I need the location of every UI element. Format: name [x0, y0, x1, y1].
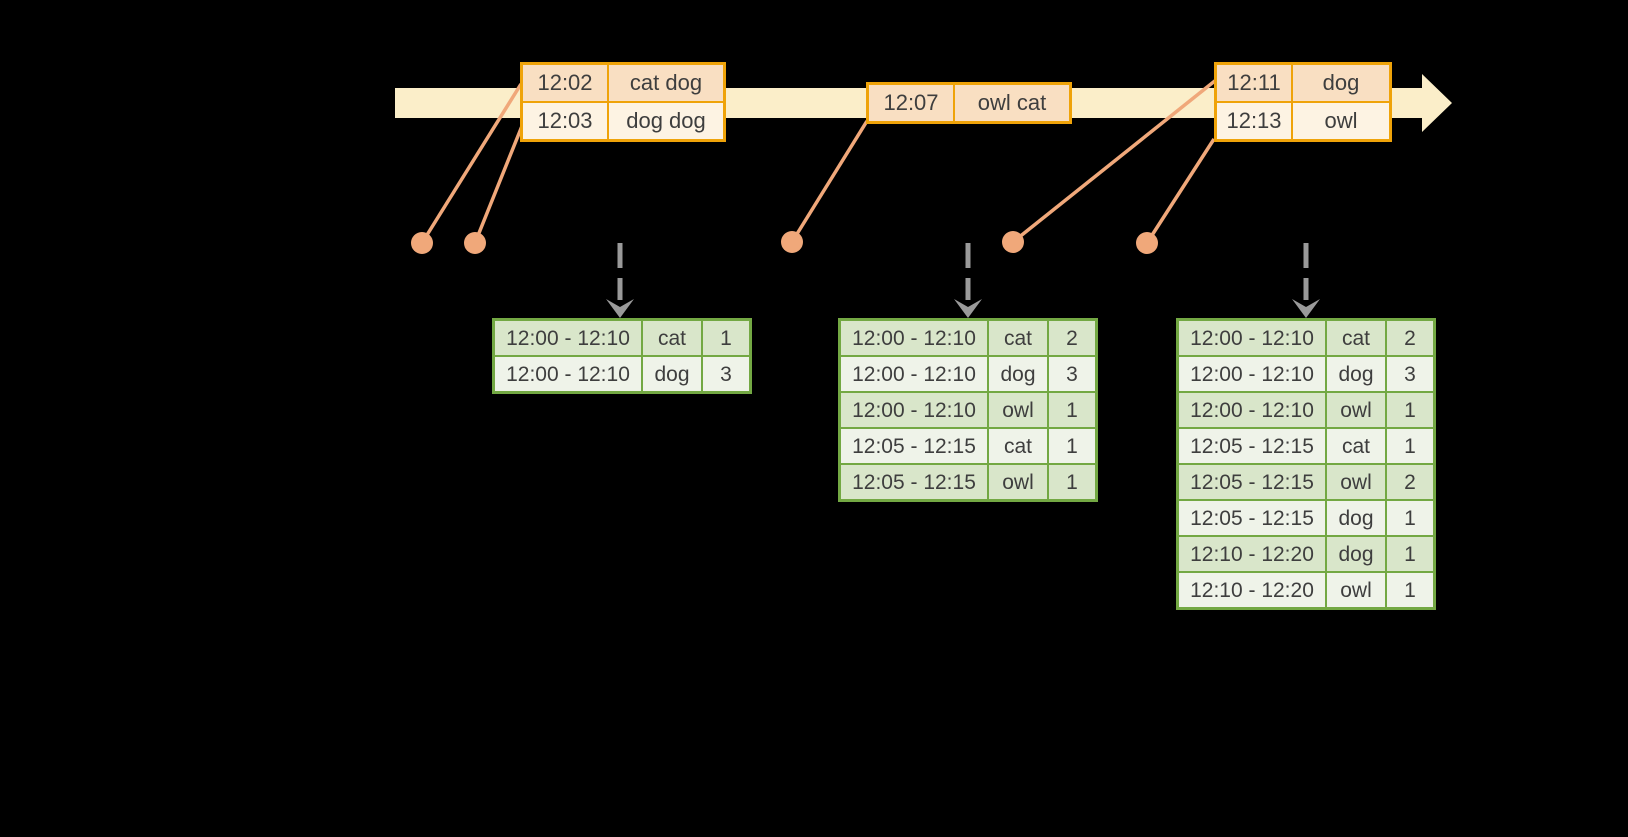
word-cell: cat — [989, 429, 1047, 463]
result-table-2: 12:00 - 12:10 cat 2 12:00 - 12:10 dog 3 … — [838, 318, 1098, 502]
window-cell: 12:05 - 12:15 — [1179, 465, 1325, 499]
result-row: 12:05 - 12:15 cat 1 — [1179, 429, 1433, 463]
word-cell: owl — [1327, 573, 1385, 607]
word-cell: owl — [1327, 465, 1385, 499]
count-cell: 3 — [703, 357, 749, 391]
event-time-cell: 12:02 — [523, 65, 607, 101]
count-cell: 1 — [703, 321, 749, 355]
event-row: 12:13 owl — [1217, 103, 1389, 139]
event-dot-2 — [464, 232, 486, 254]
word-cell: dog — [989, 357, 1047, 391]
word-cell: owl — [989, 393, 1047, 427]
result-table-1: 12:00 - 12:10 cat 1 12:00 - 12:10 dog 3 — [492, 318, 752, 394]
word-cell: dog — [643, 357, 701, 391]
event-time-cell: 12:13 — [1217, 103, 1291, 139]
word-cell: cat — [1327, 321, 1385, 355]
trigger-arrowhead-icon-2 — [954, 299, 982, 318]
result-table-3: 12:00 - 12:10 cat 2 12:00 - 12:10 dog 3 … — [1176, 318, 1436, 610]
word-cell: dog — [1327, 501, 1385, 535]
event-row: 12:03 dog dog — [523, 103, 723, 139]
window-cell: 12:10 - 12:20 — [1179, 573, 1325, 607]
window-cell: 12:00 - 12:10 — [841, 357, 987, 391]
word-cell: owl — [1327, 393, 1385, 427]
word-cell: cat — [1327, 429, 1385, 463]
event-row: 12:02 cat dog — [523, 65, 723, 101]
event-time-cell: 12:03 — [523, 103, 607, 139]
event-dots — [411, 231, 1158, 254]
window-cell: 12:00 - 12:10 — [1179, 393, 1325, 427]
event-connector-line-5 — [1145, 138, 1216, 244]
trigger-arrows — [606, 243, 1320, 318]
count-cell: 2 — [1387, 321, 1433, 355]
window-cell: 12:00 - 12:10 — [1179, 321, 1325, 355]
count-cell: 2 — [1387, 465, 1433, 499]
word-cell: cat — [989, 321, 1047, 355]
trigger-arrowhead-icon-1 — [606, 299, 634, 318]
word-cell: dog — [1327, 357, 1385, 391]
result-row: 12:00 - 12:10 cat 2 — [1179, 321, 1433, 355]
result-row: 12:00 - 12:10 dog 3 — [495, 357, 749, 391]
trigger-arrowhead-icon-3 — [1292, 299, 1320, 318]
event-dot-3 — [781, 231, 803, 253]
window-cell: 12:00 - 12:10 — [841, 393, 987, 427]
count-cell: 1 — [1387, 537, 1433, 571]
event-connector-line-1 — [420, 83, 523, 244]
word-cell: cat — [643, 321, 701, 355]
result-row: 12:00 - 12:10 cat 1 — [495, 321, 749, 355]
count-cell: 1 — [1387, 429, 1433, 463]
count-cell: 2 — [1049, 321, 1095, 355]
result-row: 12:05 - 12:15 owl 1 — [841, 465, 1095, 499]
event-table-3: 12:11 dog 12:13 owl — [1214, 62, 1392, 142]
event-words-cell: owl — [1293, 103, 1389, 139]
result-row: 12:05 - 12:15 dog 1 — [1179, 501, 1433, 535]
event-time-cell: 12:07 — [869, 85, 953, 121]
result-row: 12:05 - 12:15 cat 1 — [841, 429, 1095, 463]
event-connector-lines — [420, 78, 1218, 244]
event-connector-line-2 — [473, 125, 524, 244]
event-time-cell: 12:11 — [1217, 65, 1291, 101]
count-cell: 1 — [1049, 429, 1095, 463]
count-cell: 3 — [1049, 357, 1095, 391]
event-words-cell: cat dog — [609, 65, 723, 101]
event-dot-1 — [411, 232, 433, 254]
window-cell: 12:05 - 12:15 — [841, 429, 987, 463]
window-cell: 12:05 - 12:15 — [841, 465, 987, 499]
event-words-cell: dog — [1293, 65, 1389, 101]
event-dot-4 — [1002, 231, 1024, 253]
window-cell: 12:00 - 12:10 — [495, 357, 641, 391]
result-row: 12:00 - 12:10 owl 1 — [841, 393, 1095, 427]
event-words-cell: owl cat — [955, 85, 1069, 121]
timeline-arrowhead-icon — [1422, 74, 1452, 132]
event-row: 12:11 dog — [1217, 65, 1389, 101]
count-cell: 1 — [1387, 393, 1433, 427]
result-row: 12:05 - 12:15 owl 2 — [1179, 465, 1433, 499]
count-cell: 1 — [1387, 573, 1433, 607]
event-connector-line-3 — [790, 120, 869, 243]
count-cell: 1 — [1049, 393, 1095, 427]
result-row: 12:00 - 12:10 dog 3 — [1179, 357, 1433, 391]
event-words-cell: dog dog — [609, 103, 723, 139]
word-cell: dog — [1327, 537, 1385, 571]
result-row: 12:00 - 12:10 owl 1 — [1179, 393, 1433, 427]
window-cell: 12:00 - 12:10 — [841, 321, 987, 355]
word-cell: owl — [989, 465, 1047, 499]
result-row: 12:10 - 12:20 owl 1 — [1179, 573, 1433, 607]
count-cell: 1 — [1049, 465, 1095, 499]
event-row: 12:07 owl cat — [869, 85, 1069, 121]
count-cell: 1 — [1387, 501, 1433, 535]
window-cell: 12:00 - 12:10 — [495, 321, 641, 355]
event-table-1: 12:02 cat dog 12:03 dog dog — [520, 62, 726, 142]
count-cell: 3 — [1387, 357, 1433, 391]
result-row: 12:10 - 12:20 dog 1 — [1179, 537, 1433, 571]
window-cell: 12:05 - 12:15 — [1179, 429, 1325, 463]
window-cell: 12:05 - 12:15 — [1179, 501, 1325, 535]
event-table-2: 12:07 owl cat — [866, 82, 1072, 124]
result-row: 12:00 - 12:10 cat 2 — [841, 321, 1095, 355]
event-dot-5 — [1136, 232, 1158, 254]
window-cell: 12:00 - 12:10 — [1179, 357, 1325, 391]
event-connector-line-4 — [1011, 78, 1218, 244]
result-row: 12:00 - 12:10 dog 3 — [841, 357, 1095, 391]
window-cell: 12:10 - 12:20 — [1179, 537, 1325, 571]
